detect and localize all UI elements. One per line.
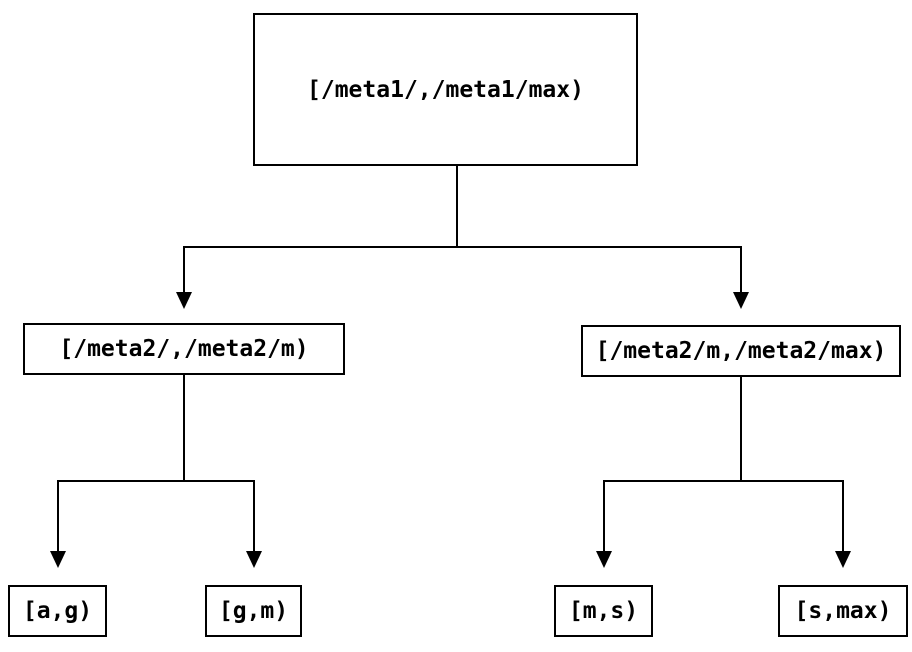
edge-group-root-to-children — [176, 166, 749, 309]
arrowhead-down-icon — [835, 551, 851, 568]
node-root: [/meta1/,/meta1/max) — [253, 13, 638, 166]
node-mid-left: [/meta2/,/meta2/m) — [23, 323, 345, 375]
node-leaf-2: [g,m) — [205, 585, 302, 637]
edge-group-midleft-to-leaves — [50, 375, 262, 568]
node-leaf-3: [m,s) — [554, 585, 653, 637]
arrowhead-down-icon — [596, 551, 612, 568]
node-leaf-4: [s,max) — [778, 585, 908, 637]
arrowhead-down-icon — [246, 551, 262, 568]
arrowhead-down-icon — [50, 551, 66, 568]
arrowhead-down-icon — [733, 292, 749, 309]
edge-group-midright-to-leaves — [596, 377, 851, 568]
node-leaf-1: [a,g) — [8, 585, 107, 637]
node-mid-right: [/meta2/m,/meta2/max) — [581, 325, 901, 377]
arrowhead-down-icon — [176, 292, 192, 309]
